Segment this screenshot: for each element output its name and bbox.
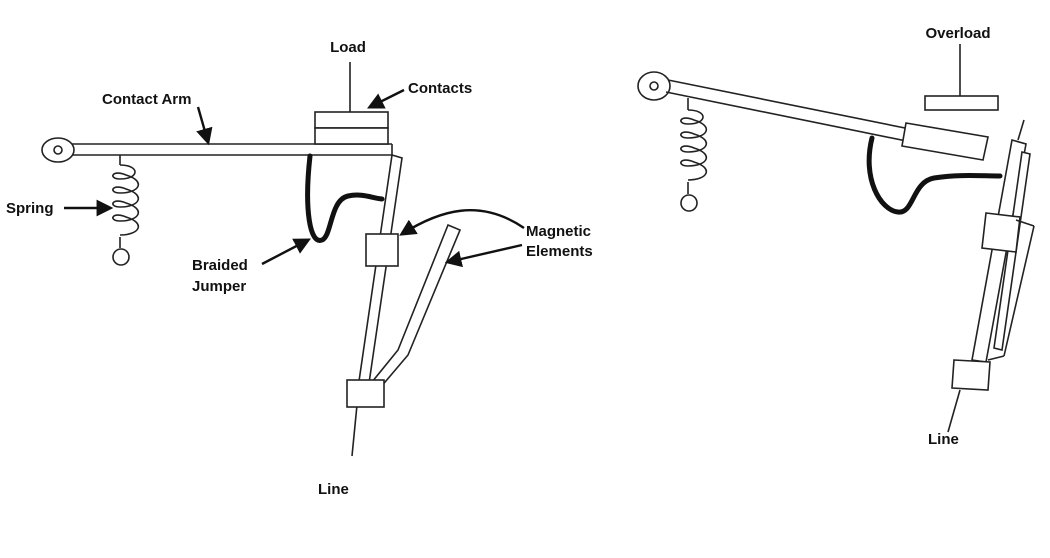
- spring: [112, 155, 139, 266]
- load-label: Load: [330, 39, 366, 56]
- elements-label: Elements: [526, 243, 593, 260]
- spring-tripped: [680, 98, 707, 212]
- overload-contact: [924, 95, 999, 111]
- braided-jumper-arrow: [261, 238, 311, 266]
- magnetic-elements-tripped: [951, 212, 1035, 391]
- braided-jumper: [305, 153, 385, 243]
- contact-arm-arrow: [196, 106, 213, 146]
- braided-label: Braided: [192, 257, 248, 274]
- tripped-state-diagram: Overload Line: [637, 25, 1035, 448]
- contact-tripped: [901, 122, 989, 161]
- braided-jumper-tripped: [866, 135, 1003, 215]
- contacts-label: Contacts: [408, 80, 472, 97]
- spring-label: Spring: [6, 200, 54, 217]
- contacts-arrow: [366, 88, 405, 109]
- closed-state-diagram: Load Contacts Contact Arm Spring Braided…: [6, 39, 593, 498]
- contacts: [314, 111, 389, 145]
- line-label-left: Line: [318, 481, 349, 498]
- magnetic-elements: [346, 223, 462, 408]
- overload-label: Overload: [925, 25, 990, 42]
- magnetic-arrow-lower: [444, 243, 523, 268]
- magnetic-arrow-upper: [399, 209, 525, 236]
- contact-arm-label: Contact Arm: [102, 91, 191, 108]
- jumper-label: Jumper: [192, 278, 246, 295]
- line-label-right: Line: [928, 431, 959, 448]
- magnetic-label: Magnetic: [526, 223, 591, 240]
